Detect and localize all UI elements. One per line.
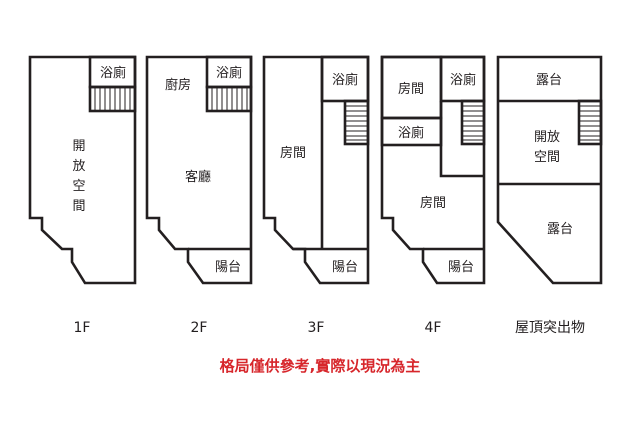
- stairs-lines-4f: [463, 105, 483, 141]
- room-label: 陽台: [332, 260, 358, 275]
- stairs-lines-roof: [580, 105, 600, 141]
- room-label: 空: [72, 179, 85, 194]
- stairs-3f: [343, 99, 370, 146]
- room-label: 房間: [398, 81, 424, 97]
- floor-plan-4f: 房間 浴廁 浴廁 房間 陽台 4F: [380, 55, 486, 336]
- floor-plan-1f: 浴廁 開 放 空 間 1F: [28, 55, 137, 336]
- room-label: 露台: [547, 222, 573, 237]
- disclaimer-note: 格局僅供參考,實際以現況為主: [220, 357, 421, 375]
- stairs-lines-1f: [94, 88, 131, 110]
- stairs-roof: [577, 99, 603, 146]
- room-label: 浴廁: [100, 65, 126, 81]
- floor-label-roof: 屋頂突出物: [515, 320, 585, 336]
- stairs-1f: [88, 85, 137, 113]
- floor-label-3f: 3F: [308, 320, 325, 336]
- outline-roof: [496, 55, 603, 285]
- stairs-lines-2f: [211, 88, 248, 110]
- room-label: 露台: [536, 73, 562, 88]
- floor-label-4f: 4F: [425, 320, 442, 336]
- room-label: 房間: [280, 145, 306, 161]
- room-label: 陽台: [215, 260, 241, 275]
- room-label: 間: [72, 199, 85, 214]
- inner-wall-4f: [439, 101, 484, 178]
- floor-plan-2f: 浴廁 廚房 客廳 陽台 2F: [145, 55, 253, 336]
- room-label: 客廳: [185, 169, 211, 185]
- stairs-2f: [205, 85, 253, 113]
- room-label: 浴廁: [450, 72, 476, 88]
- floor-plan-3f: 浴廁 房間 陽台 3F: [262, 55, 370, 336]
- floor-label-1f: 1F: [74, 320, 91, 336]
- room-label: 放: [72, 159, 85, 174]
- room-label: 房間: [420, 195, 446, 211]
- room-label: 開: [72, 139, 85, 154]
- room-label: 廚房: [165, 77, 191, 93]
- stairs-lines-3f: [346, 105, 367, 141]
- outline-1f: [28, 55, 137, 285]
- stairs-4f: [460, 99, 486, 146]
- room-label: 浴廁: [216, 65, 242, 81]
- room-label: 空間: [534, 150, 560, 165]
- room-label: 開放: [534, 130, 560, 145]
- room-label: 浴廁: [332, 72, 358, 88]
- room-label: 陽台: [448, 260, 474, 275]
- floor-label-2f: 2F: [191, 320, 208, 336]
- room-label: 浴廁: [398, 125, 424, 141]
- floor-plan-roof: 露台 開放 空間 露台 屋頂突出物: [496, 55, 603, 336]
